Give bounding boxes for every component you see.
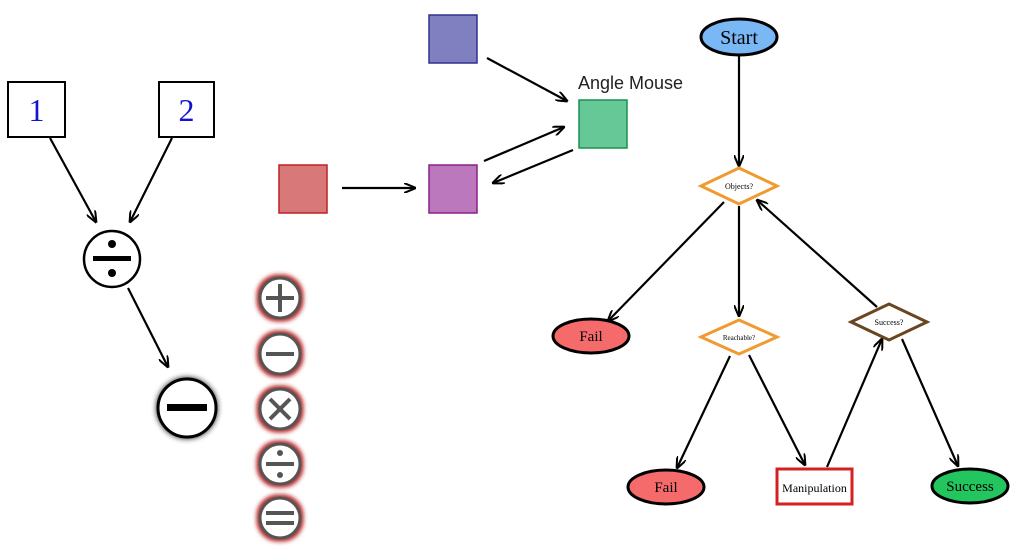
palette-multiply[interactable]: [258, 387, 302, 431]
edge-purple-to-green: [483, 127, 564, 163]
edge-2-to-divide: [130, 137, 173, 222]
input-node-2-label: 2: [179, 92, 195, 128]
edge-success-check-to-success: [900, 338, 958, 466]
calc-graph: 1 2: [7, 81, 218, 439]
minus-node[interactable]: [156, 377, 218, 439]
palette-plus[interactable]: [258, 276, 302, 320]
success-node[interactable]: Success: [930, 467, 1010, 505]
input-node-2[interactable]: 2: [158, 81, 215, 138]
edge-reachable-to-fail: [677, 355, 731, 468]
palette-minus[interactable]: [258, 332, 302, 376]
multiply-icon: [268, 397, 292, 421]
input-node-1[interactable]: 1: [7, 81, 66, 138]
edge-objects-to-fail: [608, 201, 725, 321]
angle-mouse-block[interactable]: [578, 99, 628, 149]
objects-decision[interactable]: Objects?: [697, 166, 781, 206]
edge-blue-to-green: [486, 57, 567, 101]
palette-equals[interactable]: [258, 496, 302, 540]
red-block[interactable]: [278, 164, 328, 214]
success-label: Success: [946, 479, 994, 495]
edge-success-check-to-objects: [757, 200, 878, 308]
divide-node[interactable]: [82, 229, 142, 289]
angle-mouse-label: Angle Mouse: [578, 73, 683, 93]
success-check-decision[interactable]: Success?: [847, 302, 931, 342]
reachable-decision[interactable]: Reachable?: [697, 318, 781, 356]
plus-icon: [266, 284, 294, 312]
divide-icon: [266, 450, 294, 478]
objects-label: Objects?: [725, 182, 753, 191]
start-label: Start: [720, 27, 758, 49]
edge-1-to-divide: [49, 137, 96, 222]
purple-block[interactable]: [428, 164, 478, 214]
start-node[interactable]: Start: [699, 17, 779, 57]
divide-icon: [93, 240, 131, 277]
fail-node-1[interactable]: Fail: [551, 317, 631, 355]
reachable-label: Reachable?: [723, 334, 755, 342]
equals-icon: [266, 511, 294, 525]
fail-node-2[interactable]: Fail: [626, 468, 706, 506]
blue-block[interactable]: [428, 14, 478, 64]
edge-green-to-purple: [493, 148, 574, 183]
edge-manipulation-to-success-check: [825, 339, 882, 468]
flowchart: Start Objects? Fail Reachable? Success? …: [551, 17, 1010, 506]
input-node-1-label: 1: [29, 92, 45, 128]
fail-label-2: Fail: [654, 480, 677, 496]
success-check-label: Success?: [875, 318, 904, 327]
fail-label-1: Fail: [579, 329, 602, 345]
block-graph: Angle Mouse: [278, 14, 683, 214]
minus-icon: [266, 352, 294, 356]
manipulation-node[interactable]: Manipulation: [775, 467, 854, 506]
palette-divide[interactable]: [258, 442, 302, 486]
operator-palette: [258, 276, 302, 540]
minus-icon: [167, 404, 207, 411]
edge-reachable-to-manipulation: [748, 354, 805, 465]
manipulation-label: Manipulation: [782, 481, 847, 495]
edge-divide-to-minus: [127, 287, 168, 367]
